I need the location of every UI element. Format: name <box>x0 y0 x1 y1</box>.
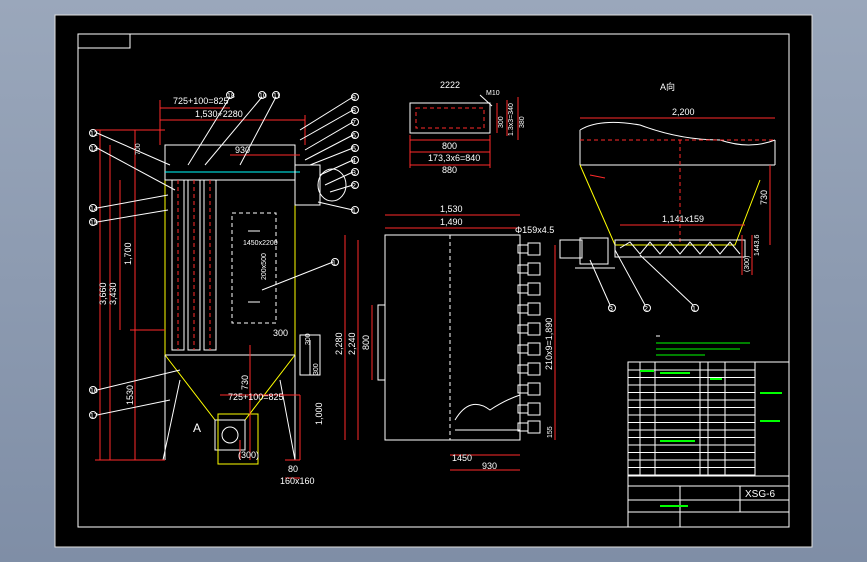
dim-top-b: 1,530+2280 <box>195 109 243 119</box>
front-door <box>377 304 386 381</box>
a-view-top-curve <box>579 121 776 146</box>
dim-bottom-825: 725+100=825 <box>228 392 284 402</box>
pulse-valves <box>517 242 541 434</box>
section-outer <box>409 102 491 134</box>
left-elevation <box>95 96 354 479</box>
a-view-1141: 1,141x159 <box>662 214 704 224</box>
svg-text:13: 13 <box>90 146 98 153</box>
front-1530: 1,530 <box>440 204 463 214</box>
screw-conveyor <box>614 239 746 258</box>
a-view-2200: 2,200 <box>672 107 695 117</box>
drawing-sheet <box>54 14 813 548</box>
svg-text:16: 16 <box>90 388 98 395</box>
balloons-left: 12 13 14 15 16 17 18 <box>89 91 235 420</box>
dim-top-a: 725+100=825 <box>173 96 229 106</box>
svg-text:14: 14 <box>90 206 98 213</box>
front-800: 800 <box>361 335 371 350</box>
dim-1700: 1,700 <box>123 242 133 265</box>
svg-text:7: 7 <box>352 120 356 127</box>
section-880: 880 <box>442 165 457 175</box>
outlet-duct <box>294 164 321 206</box>
dim-300: 300 <box>273 328 288 338</box>
dim-1450x2200: 1450x2200 <box>243 240 278 247</box>
svg-text:12: 12 <box>90 131 98 138</box>
gearbox <box>559 239 583 259</box>
section-m10: M10 <box>486 90 500 97</box>
svg-text:2: 2 <box>644 306 648 313</box>
section-view <box>409 94 519 168</box>
front-155: 155 <box>547 426 554 438</box>
svg-text:3: 3 <box>352 170 356 177</box>
front-pipe: Φ159x4.5 <box>515 225 554 235</box>
drawing-frame <box>77 33 790 528</box>
svg-text:1: 1 <box>692 306 696 313</box>
dim-300-side: (300) <box>238 450 259 460</box>
view-label-a: A <box>193 421 201 435</box>
front-1450: 1450 <box>452 453 472 463</box>
svg-text:11: 11 <box>273 93 280 100</box>
svg-text:8: 8 <box>352 108 356 115</box>
a-view-hopper <box>579 164 761 246</box>
front-2109: 210x9=1,890 <box>544 318 554 370</box>
dim-3660: 3,660 <box>98 282 108 305</box>
svg-text:15: 15 <box>90 220 98 227</box>
a-view-730: 730 <box>759 190 769 205</box>
dim-1000: 1,000 <box>314 402 324 425</box>
section-340: 1.3x3=340 <box>508 103 515 136</box>
svg-text:9: 9 <box>352 95 356 102</box>
a-view-title: A向 <box>660 81 675 92</box>
dim-160x160: 160x160 <box>280 476 315 486</box>
dim-700: 700 <box>135 143 142 155</box>
dim-small-300: 300 <box>305 333 312 345</box>
svg-text:6: 6 <box>352 133 356 140</box>
svg-text:1: 1 <box>332 260 336 267</box>
section-300: 300 <box>498 116 505 128</box>
svg-text:2: 2 <box>352 183 356 190</box>
dim-930a: 930 <box>235 145 250 155</box>
dim-200x500: 200x500 <box>261 253 268 280</box>
inspection-door <box>231 212 277 324</box>
a-view: 3 2 1 <box>559 117 776 313</box>
a-view-1443: 1443.6 <box>754 234 761 256</box>
discharge-valve <box>214 419 246 451</box>
dim-1530: 1530 <box>125 385 135 405</box>
svg-text:17: 17 <box>90 413 98 420</box>
front-2240: 2,240 <box>347 332 357 355</box>
svg-text:3: 3 <box>609 306 613 313</box>
title-block-code: XSG-6 <box>745 489 775 500</box>
balloons-right: 10 11 9 8 7 6 5 4 3 2 1 1 <box>258 91 359 267</box>
a-view-300: (300) <box>744 256 751 272</box>
drive-motor <box>579 237 609 265</box>
front-2280: 2,280 <box>334 332 344 355</box>
front-930: 930 <box>482 461 497 471</box>
section-380: 380 <box>519 116 526 128</box>
title-block <box>627 361 790 528</box>
section-inner <box>415 107 485 129</box>
section-840: 173,3x6=840 <box>428 153 480 163</box>
svg-text:18: 18 <box>227 93 235 100</box>
front-view <box>344 214 556 471</box>
svg-text:4: 4 <box>352 158 356 165</box>
dim-730: 730 <box>240 375 250 390</box>
svg-text:10: 10 <box>259 93 267 100</box>
dim-300b: 300 <box>313 363 320 375</box>
valve-frame <box>217 413 259 465</box>
svg-text:5: 5 <box>352 146 356 153</box>
svg-text:1: 1 <box>352 208 356 215</box>
section-800: 800 <box>442 141 457 151</box>
notes <box>656 335 750 356</box>
front-1490: 1,490 <box>440 217 463 227</box>
section-title: 2222 <box>440 80 460 90</box>
dim-80: 80 <box>288 464 298 474</box>
dim-3430: 3,430 <box>108 282 118 305</box>
corner-box <box>77 33 131 49</box>
